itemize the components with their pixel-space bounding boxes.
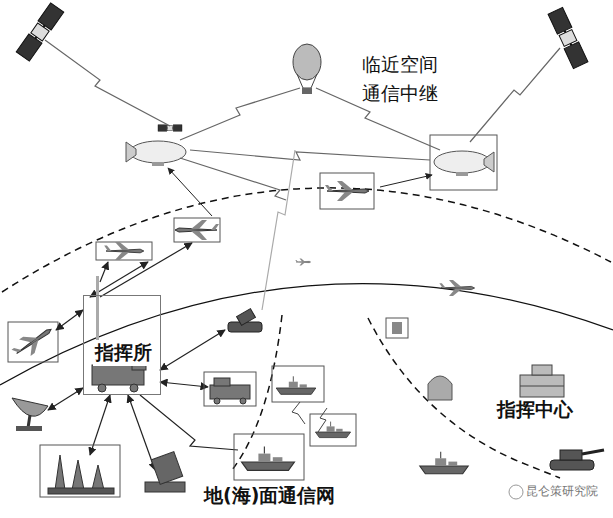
command-post-box: 指挥所 [83,295,161,395]
region-label: 指挥中心 [497,398,573,422]
region-label: 临近空间 通信中继 [362,50,444,107]
region-label: 地(海)面通信网 [204,484,335,508]
node-label: 指挥所 [93,340,154,366]
radar-dish [12,398,48,431]
watermark: 昆仑策研究院 [526,484,598,499]
